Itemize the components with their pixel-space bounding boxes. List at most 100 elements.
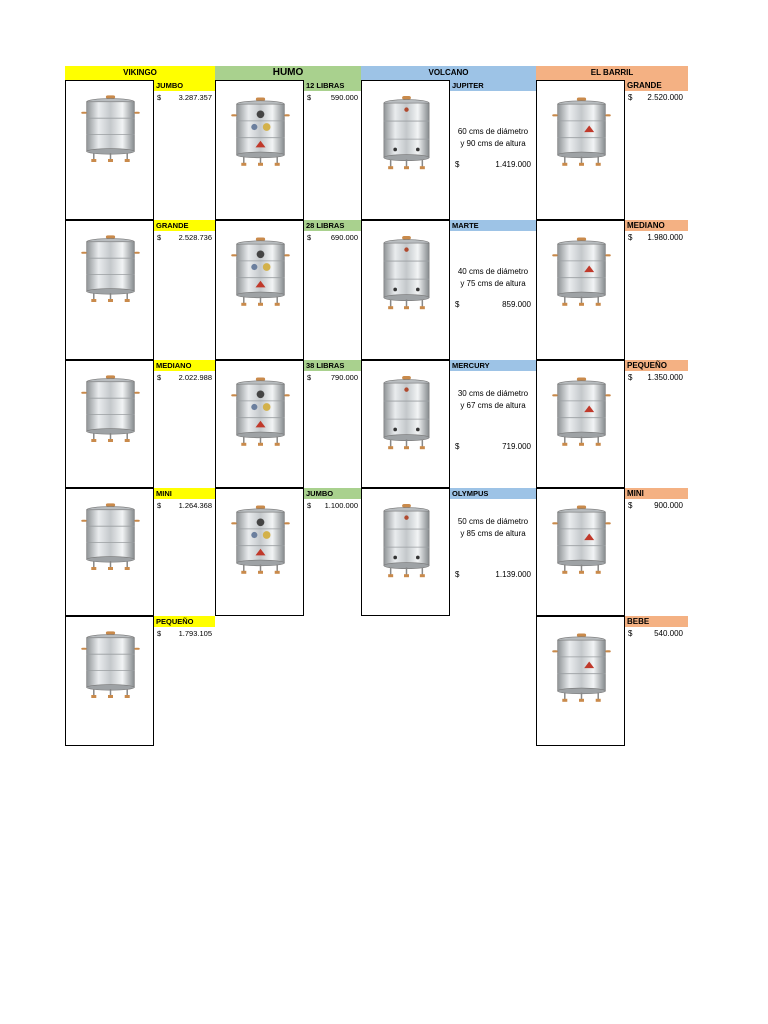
vikingo-image-cell xyxy=(65,488,154,616)
volcano-model-label: MERCURY xyxy=(450,360,536,371)
barril-size-label: MEDIANO xyxy=(625,220,688,231)
currency-symbol: $ xyxy=(157,501,162,510)
currency-symbol: $ xyxy=(157,373,162,382)
drum-smoker-image xyxy=(370,229,443,317)
price-amount: 2.528.736 xyxy=(178,233,212,242)
vikingo-price: $1.264.368 xyxy=(157,501,212,511)
drum-smoker-image xyxy=(72,229,149,309)
diameter-text: 60 cms de diámetro xyxy=(457,127,529,136)
header-volcano: VOLCANO xyxy=(361,66,536,80)
humo-image-cell xyxy=(215,220,304,360)
price-amount: 590.000 xyxy=(330,93,358,102)
drum-smoker-image xyxy=(72,89,149,169)
drum-smoker-image xyxy=(543,499,620,581)
barril-image-cell xyxy=(536,360,625,488)
currency-symbol: $ xyxy=(628,373,633,382)
price-amount: 1.264.368 xyxy=(178,501,212,510)
vikingo-size-label: MEDIANO xyxy=(154,360,215,371)
barril-price: $2.520.000 xyxy=(628,93,683,103)
barril-price: $1.350.000 xyxy=(628,373,683,383)
currency-symbol: $ xyxy=(307,501,312,510)
humo-price: $590.000 xyxy=(307,93,358,103)
currency-symbol: $ xyxy=(307,93,312,102)
drum-smoker-image xyxy=(222,91,299,173)
humo-price: $690.000 xyxy=(307,233,358,243)
price-amount: 540.000 xyxy=(654,629,683,638)
barril-image-cell xyxy=(536,488,625,616)
currency-symbol: $ xyxy=(628,629,633,638)
volcano-image-cell xyxy=(361,80,450,220)
currency-symbol: $ xyxy=(455,442,460,451)
volcano-image-cell xyxy=(361,220,450,360)
drum-smoker-image xyxy=(543,231,620,313)
currency-symbol: $ xyxy=(455,570,460,579)
currency-symbol: $ xyxy=(157,629,162,638)
barril-image-cell xyxy=(536,220,625,360)
barril-size-label: BEBE xyxy=(625,616,688,627)
humo-size-label: JUMBO xyxy=(304,488,361,499)
drum-smoker-image xyxy=(370,497,443,585)
drum-smoker-image xyxy=(222,499,299,581)
height-text: y 67 cms de altura xyxy=(460,401,526,410)
drum-smoker-image xyxy=(72,369,149,449)
drum-smoker-image xyxy=(222,231,299,313)
height-text: y 90 cms de altura xyxy=(460,139,526,148)
volcano-model-label: MARTE xyxy=(450,220,536,231)
vikingo-size-label: JUMBO xyxy=(154,80,215,91)
barril-price: $900.000 xyxy=(628,501,683,511)
drum-smoker-image xyxy=(72,625,149,705)
vikingo-size-label: GRANDE xyxy=(154,220,215,231)
volcano-price: $1.419.000 xyxy=(455,160,531,170)
vikingo-image-cell xyxy=(65,220,154,360)
humo-image-cell xyxy=(215,360,304,488)
humo-size-label: 12 LIBRAS xyxy=(304,80,361,91)
currency-symbol: $ xyxy=(628,501,633,510)
vikingo-price: $1.793.105 xyxy=(157,629,212,639)
volcano-price: $1.139.000 xyxy=(455,570,531,580)
vikingo-size-label: PEQUEÑO xyxy=(154,616,215,627)
currency-symbol: $ xyxy=(455,160,460,169)
vikingo-price: $2.022.988 xyxy=(157,373,212,383)
vikingo-size-label: MINI xyxy=(154,488,215,499)
volcano-price: $719.000 xyxy=(455,442,531,452)
vikingo-image-cell xyxy=(65,616,154,746)
header-humo: HUMO xyxy=(215,66,361,80)
humo-price: $790.000 xyxy=(307,373,358,383)
height-text: y 85 cms de altura xyxy=(460,529,526,538)
drum-smoker-image xyxy=(543,627,620,709)
volcano-dimensions: 30 cms de diámetro y 67 cms de altura xyxy=(450,388,536,412)
drum-smoker-image xyxy=(543,371,620,453)
volcano-price: $859.000 xyxy=(455,300,531,310)
price-amount: 790.000 xyxy=(330,373,358,382)
drum-smoker-image xyxy=(543,91,620,173)
volcano-image-cell xyxy=(361,360,450,488)
humo-image-cell xyxy=(215,488,304,616)
volcano-image-cell xyxy=(361,488,450,616)
barril-price: $540.000 xyxy=(628,629,683,639)
price-amount: 1.350.000 xyxy=(647,373,683,382)
barril-size-label: GRANDE xyxy=(625,80,688,91)
drum-smoker-image xyxy=(72,497,149,577)
price-amount: 1.980.000 xyxy=(647,233,683,242)
barril-image-cell xyxy=(536,616,625,746)
humo-size-label: 28 LIBRAS xyxy=(304,220,361,231)
barril-price: $1.980.000 xyxy=(628,233,683,243)
price-amount: 1.100.000 xyxy=(324,501,358,510)
currency-symbol: $ xyxy=(628,233,633,242)
price-amount: 2.022.988 xyxy=(178,373,212,382)
drum-smoker-image xyxy=(370,369,443,457)
price-amount: 900.000 xyxy=(654,501,683,510)
header-el-barril: EL BARRIL xyxy=(536,66,688,80)
price-amount: 3.287.357 xyxy=(178,93,212,102)
volcano-model-label: JUPITER xyxy=(450,80,536,91)
volcano-model-label: OLYMPUS xyxy=(450,488,536,499)
price-amount: 690.000 xyxy=(330,233,358,242)
price-amount: 1.793.105 xyxy=(178,629,212,638)
currency-symbol: $ xyxy=(157,233,162,242)
price-amount: 1.419.000 xyxy=(495,160,531,169)
diameter-text: 30 cms de diámetro xyxy=(457,389,529,398)
price-amount: 2.520.000 xyxy=(647,93,683,102)
price-amount: 719.000 xyxy=(502,442,531,451)
humo-price: $1.100.000 xyxy=(307,501,358,511)
